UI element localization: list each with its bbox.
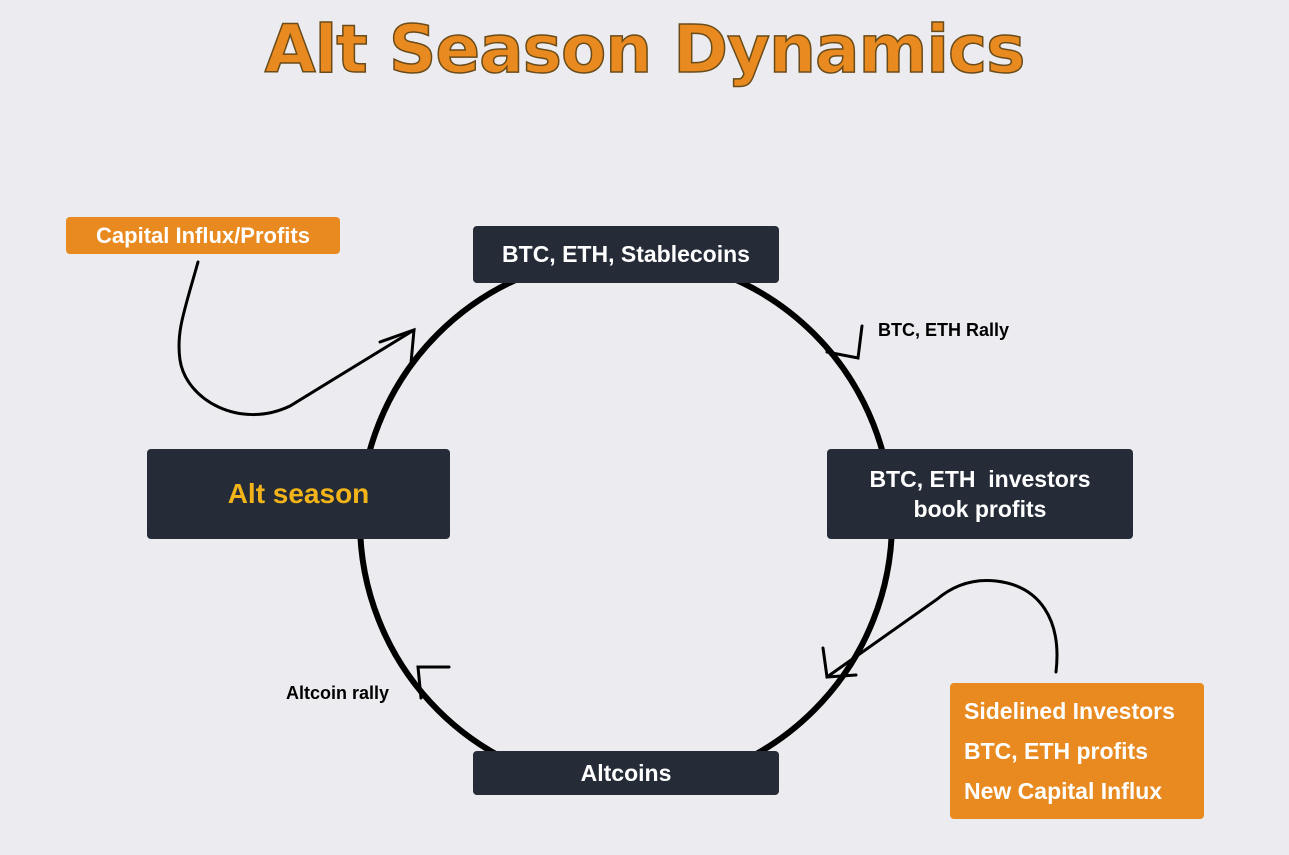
arrowhead-rally bbox=[825, 324, 864, 360]
arrowhead-altcoin-rally bbox=[416, 665, 451, 700]
node-alt-season-label: Alt season bbox=[227, 478, 370, 509]
node-investors-line2: book profits bbox=[913, 496, 1047, 522]
callout-capital-influx: Capital Influx/Profits bbox=[66, 217, 340, 254]
label-btc-eth-rally: BTC, ETH Rally bbox=[878, 320, 1010, 340]
node-investors-line1: BTC, ETH investors bbox=[869, 466, 1091, 492]
node-altcoins: Altcoins bbox=[473, 751, 779, 795]
node-investors-book-profits: BTC, ETH investors book profits bbox=[827, 449, 1133, 539]
label-altcoin-rally: Altcoin rally bbox=[286, 683, 390, 703]
callout-line-profits: BTC, ETH profits bbox=[964, 738, 1148, 764]
node-alt-season: Alt season bbox=[147, 449, 450, 539]
callout-capital-influx-label: Capital Influx/Profits bbox=[96, 222, 310, 248]
callout-line-new-capital: New Capital Influx bbox=[964, 778, 1163, 804]
capital-influx-connector bbox=[177, 260, 416, 417]
callout-sidelined-investors: Sidelined Investors BTC, ETH profits New… bbox=[950, 683, 1204, 819]
node-altcoins-label: Altcoins bbox=[580, 759, 672, 786]
callout-line-sidelined: Sidelined Investors bbox=[964, 698, 1175, 724]
sidelined-arrowhead bbox=[821, 646, 858, 679]
node-btc-eth-stablecoins-label: BTC, ETH, Stablecoins bbox=[502, 241, 750, 267]
node-btc-eth-stablecoins: BTC, ETH, Stablecoins bbox=[473, 226, 779, 283]
sidelined-connector bbox=[825, 578, 1059, 679]
capital-influx-arrowhead bbox=[378, 327, 416, 365]
diagram-title: Alt Season Dynamics bbox=[264, 10, 1026, 89]
